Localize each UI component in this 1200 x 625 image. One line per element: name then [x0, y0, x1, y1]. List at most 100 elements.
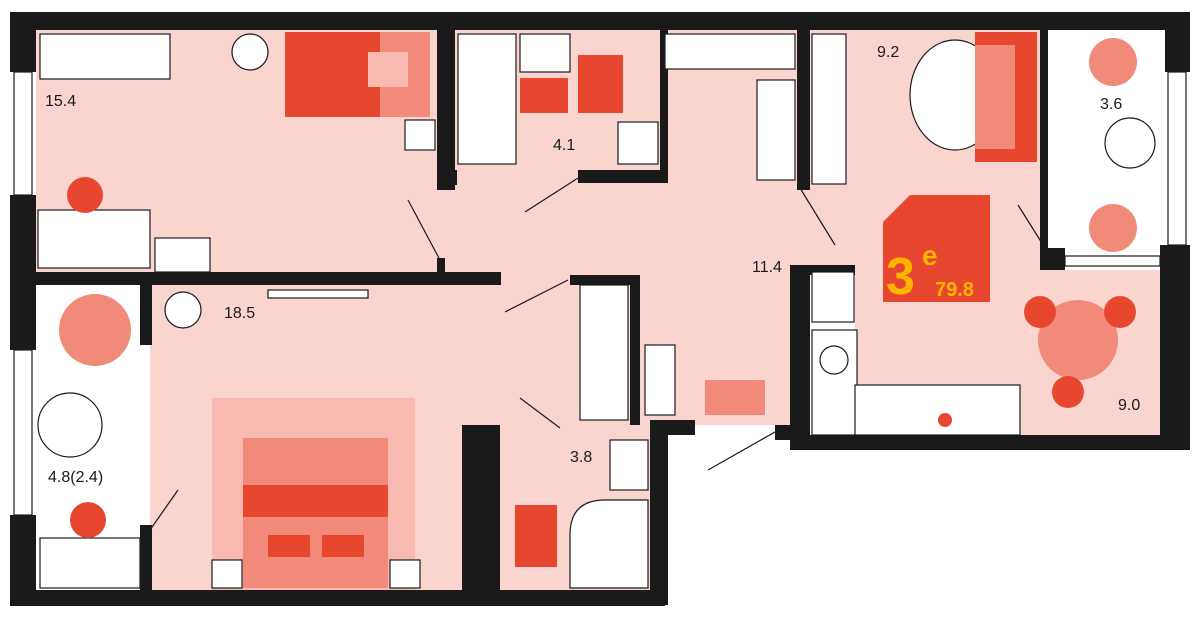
wc-fixtures — [515, 439, 649, 589]
bedroom-main-furniture — [164, 284, 765, 590]
floor-hall-lower — [465, 285, 585, 425]
window-bedroom-top — [13, 71, 33, 196]
door-bedroom-top — [407, 199, 441, 261]
badge-total-area: 79.8 — [935, 279, 974, 301]
door-balcony-left — [149, 489, 179, 531]
windows — [13, 71, 1187, 516]
stove-burner — [938, 413, 952, 427]
badge-rooms: 3 — [886, 248, 915, 306]
area-label-bathroom: 4.1 — [553, 137, 575, 154]
badge-background — [883, 195, 990, 302]
dining-chair-2 — [1104, 296, 1136, 328]
apartment-badge: 3 е 79.8 — [883, 195, 990, 306]
outer-wall-top — [10, 12, 1190, 30]
outer-wall-bottom-left — [10, 590, 665, 606]
bed-main-pillow-1 — [268, 535, 310, 557]
closet-lower — [579, 284, 629, 421]
wall-bath-bottom — [437, 170, 457, 185]
bed-main-pillow-2 — [322, 535, 364, 557]
kitchen-counter-bottom — [854, 384, 1021, 436]
bathtub — [457, 33, 517, 165]
outer-wall-right-top — [1165, 12, 1190, 72]
wall-bath-right — [660, 30, 668, 180]
wall-bedroom-top-right — [437, 30, 455, 190]
wardrobe-top — [39, 33, 171, 80]
bathroom-fixtures — [457, 33, 659, 165]
desk-balcony-left — [39, 537, 141, 589]
wall-closet-right — [630, 275, 640, 425]
area-label-living: 9.2 — [877, 44, 899, 61]
wall-balcony-left-right — [140, 285, 152, 345]
door-wc — [519, 397, 561, 429]
chair-balcony-right-1 — [1089, 38, 1137, 86]
tv-unit — [811, 33, 847, 185]
wardrobe-hall — [664, 33, 796, 70]
wall-kitchen-top — [790, 265, 855, 275]
wall-closet-top — [570, 275, 640, 285]
bedroom-top-furniture — [37, 32, 436, 273]
wall-kitchen-left — [790, 270, 810, 450]
area-label-balcony-left: 4.8(2.4) — [48, 469, 103, 486]
area-label-kitchen: 9.0 — [1118, 397, 1140, 414]
fridge — [811, 271, 855, 323]
area-labels: 15.4 4.1 9.2 3.6 11.4 18.5 4.8(2.4) 3.8 … — [45, 44, 1140, 486]
area-label-bedroom-top: 15.4 — [45, 93, 76, 110]
wall-wc-left — [462, 425, 500, 595]
outer-wall-left-mid — [10, 195, 36, 350]
sofa-seat — [975, 45, 1015, 149]
window-balcony-left — [13, 349, 33, 516]
door-entrance — [707, 431, 776, 471]
toilet-wc — [515, 505, 557, 567]
wall-living-right — [1040, 30, 1048, 270]
shelf-hall — [756, 79, 796, 181]
chair-balcony-right-2 — [1089, 204, 1137, 252]
bath-mat — [520, 78, 568, 113]
outer-wall-left-top — [10, 12, 36, 72]
wall-mid-horizontal — [36, 272, 501, 285]
balcony-right-furniture — [1089, 38, 1156, 252]
balcony-left-furniture — [37, 294, 141, 589]
area-label-bedroom-main: 18.5 — [224, 305, 255, 322]
wall-wc-right — [650, 425, 668, 605]
walls — [10, 12, 1190, 606]
bed-top-blanket — [285, 32, 380, 117]
tv-main — [267, 289, 369, 299]
door-bath — [524, 177, 579, 213]
badge-suffix: е — [922, 240, 938, 271]
chair-desk-left — [70, 502, 106, 538]
area-label-hall: 11.4 — [752, 259, 782, 276]
wall-living-bottom — [1040, 248, 1065, 270]
outer-wall-right-bottom — [1160, 270, 1190, 450]
wall-hall-top-right — [797, 30, 810, 190]
table-balcony-right — [1104, 117, 1156, 169]
desk-top — [37, 209, 151, 269]
nightstand-top — [404, 119, 436, 151]
area-label-wc: 3.8 — [570, 449, 592, 466]
kitchen-sink — [819, 345, 849, 375]
dining-table — [1038, 300, 1118, 380]
shower — [569, 499, 649, 589]
area-label-balcony-right: 3.6 — [1100, 96, 1122, 113]
living-furniture — [811, 32, 1037, 185]
window-balcony-right — [1167, 71, 1187, 246]
wall-bed-stub — [437, 258, 445, 278]
bed-main-blanket — [243, 485, 388, 517]
wall-wc-top — [650, 420, 695, 435]
hall-wardrobe — [664, 33, 796, 181]
window-kitchen — [1064, 255, 1161, 267]
plant-main — [164, 291, 202, 329]
wall-balcony-left-right-2 — [140, 525, 152, 595]
washer — [617, 121, 659, 165]
toilet-bath — [578, 55, 623, 113]
chair-top — [67, 177, 103, 213]
chair-balcony-left — [59, 294, 131, 366]
nightstand-main-2 — [389, 559, 421, 589]
table-balcony-left — [37, 392, 103, 458]
dining-chair-1 — [1024, 296, 1056, 328]
kitchen-furniture — [811, 271, 1136, 436]
nightstand-main-1 — [211, 559, 243, 589]
shoe-rack — [644, 344, 676, 416]
dining-chair-3 — [1052, 376, 1084, 408]
outer-wall-bottom-right — [790, 435, 1190, 450]
